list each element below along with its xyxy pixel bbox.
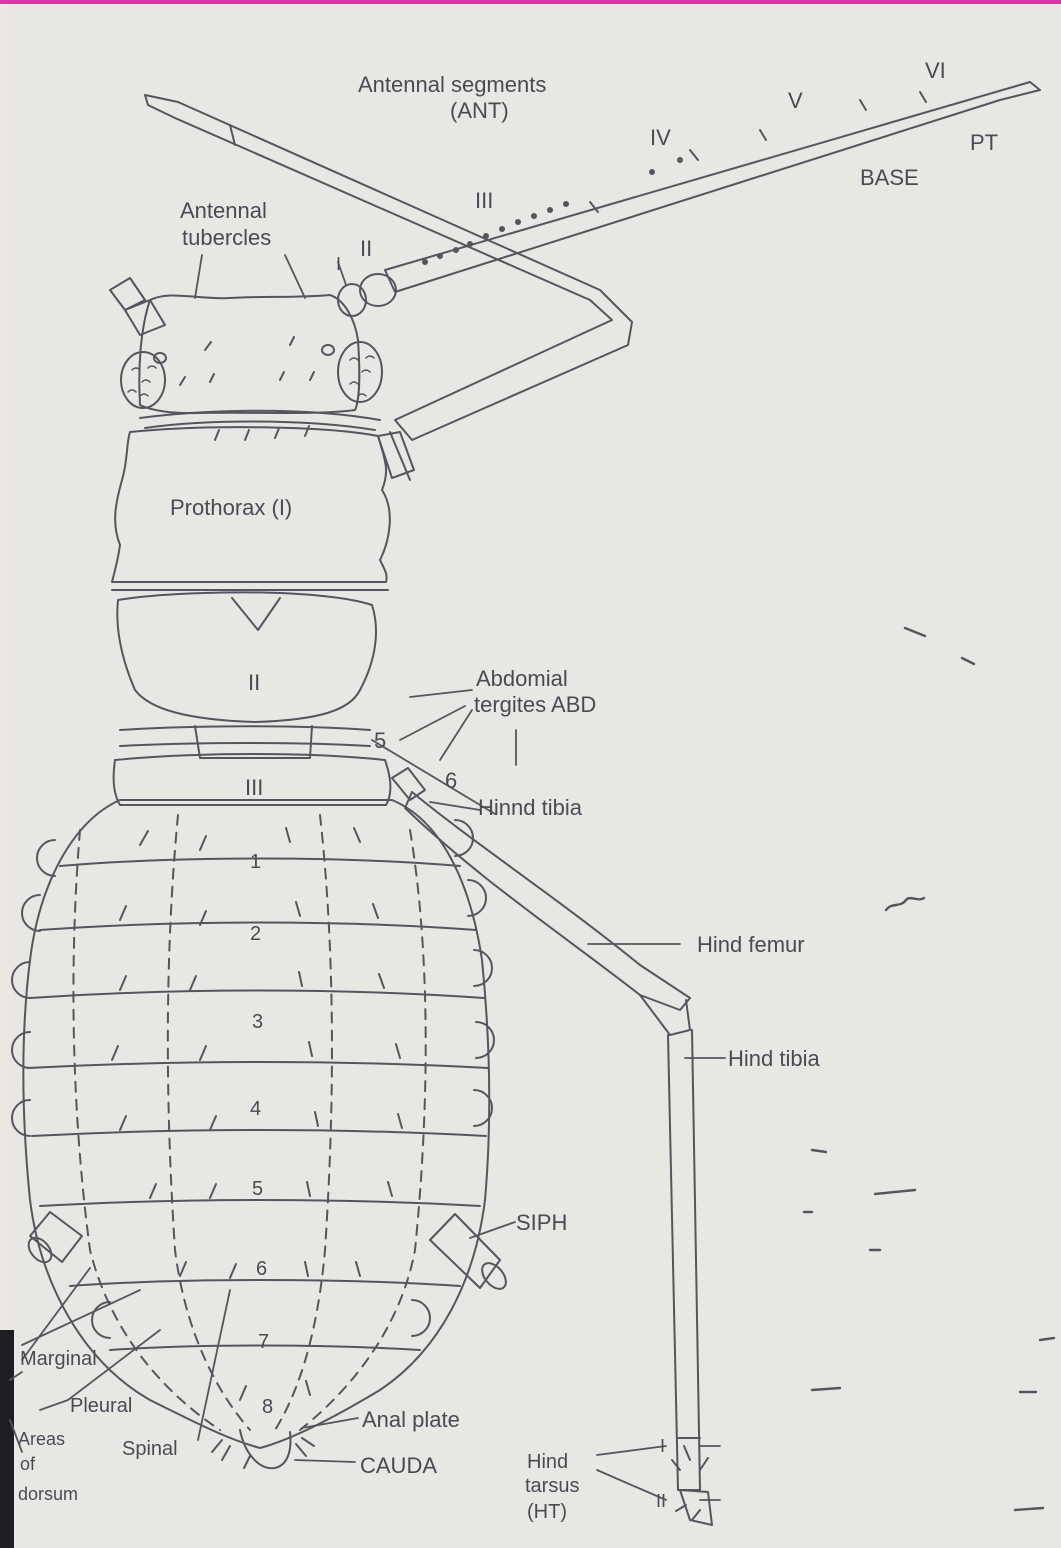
label-thorax-ii: II (248, 670, 260, 695)
pen-mark (886, 898, 924, 910)
label-pt: PT (970, 130, 998, 155)
leader-lines (10, 255, 725, 1500)
label-abdomial-line1: Abdomial (476, 666, 568, 691)
right-siphunculus (430, 1214, 511, 1293)
label-segment-v: V (788, 88, 803, 113)
left-compound-eye (121, 352, 165, 408)
spiracles (12, 820, 494, 1338)
label-abdominal-segment-8: 8 (262, 1396, 273, 1418)
label-hind-tarsus-line1: Hind (527, 1451, 568, 1473)
label-segment-ii-antenna: II (360, 236, 372, 261)
label-abdominal-segment-4: 4 (250, 1098, 261, 1120)
label-cauda: CAUDA (360, 1453, 437, 1478)
page-marks (804, 628, 1054, 1510)
label-antennal-tubercles-line2: tubercles (182, 225, 271, 250)
label-hind-tibia: Hind tibia (728, 1046, 820, 1071)
mesothorax (117, 592, 376, 722)
foreleg (378, 432, 414, 478)
label-ant: (ANT) (450, 98, 509, 123)
label-prothorax: Prothorax (I) (170, 495, 292, 520)
label-abdomial-line2: tergites ABD (474, 692, 596, 717)
label-segment-vi: VI (925, 58, 946, 83)
label-tergite-5: 5 (374, 728, 386, 753)
label-hind-tibia-top: Hinnd tibia (478, 795, 583, 820)
right-antenna (338, 82, 1040, 316)
label-abdominal-segment-5: 5 (252, 1178, 263, 1200)
label-segment-iv: IV (650, 125, 671, 150)
label-abdominal-segment-1: 1 (250, 851, 261, 873)
label-tarsus-i: I (660, 1436, 665, 1456)
label-pleural: Pleural (70, 1395, 132, 1417)
label-antennal-segments: Antennal segments (358, 72, 546, 97)
label-siph: SIPH (516, 1210, 567, 1235)
label-areas: Areas (18, 1429, 65, 1449)
label-tarsus-ii: II (656, 1491, 666, 1511)
label-base: BASE (860, 165, 919, 190)
label-abdominal-segment-6: 6 (256, 1258, 267, 1280)
label-segment-i-antenna: I (336, 254, 341, 274)
label-thorax-iii: III (245, 775, 263, 800)
label-tergite-6: 6 (445, 768, 457, 793)
label-hind-tarsus-line2: tarsus (525, 1475, 579, 1497)
label-dorsum: dorsum (18, 1484, 78, 1504)
label-hind-femur: Hind femur (697, 932, 805, 957)
label-of: of (20, 1454, 36, 1474)
label-abdominal-segment-7: 7 (258, 1331, 269, 1353)
label-antennal-tubercles-line1: Antennal (180, 198, 267, 223)
label-hind-tarsus-line3: (HT) (527, 1501, 567, 1523)
label-segment-iii-antenna: III (475, 188, 493, 213)
label-abdominal-segment-3: 3 (252, 1011, 263, 1033)
label-marginal: Marginal (20, 1348, 97, 1370)
label-abdominal-segment-2: 2 (250, 923, 261, 945)
left-antennal-tubercle (110, 278, 165, 335)
label-spinal: Spinal (122, 1438, 178, 1460)
label-anal-plate: Anal plate (362, 1407, 460, 1432)
